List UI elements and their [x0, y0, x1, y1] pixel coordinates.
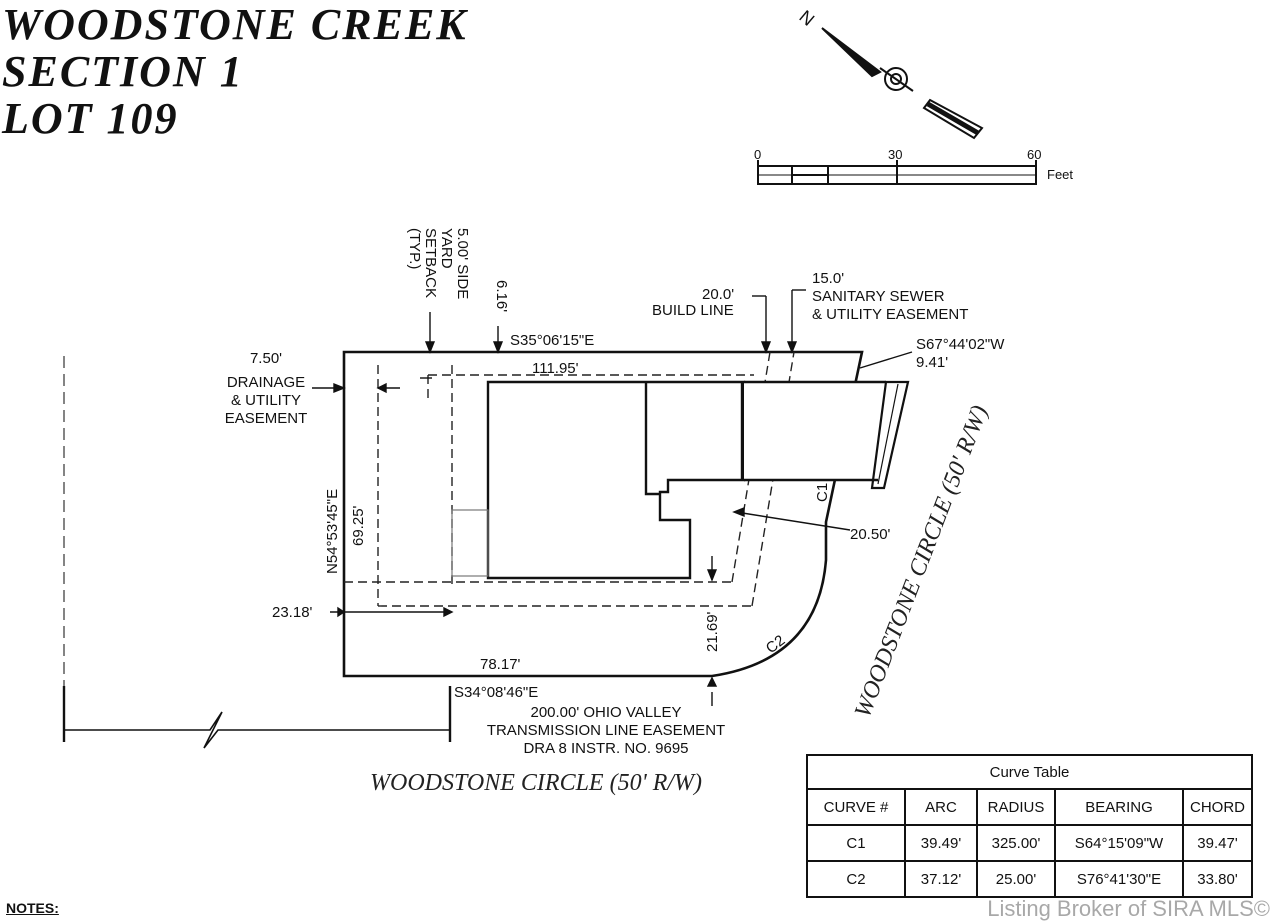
lot-boundary — [342, 350, 864, 678]
drainage-line3: EASEMENT — [224, 410, 308, 427]
section-title: SECTION 1 — [2, 47, 244, 96]
scale-tick-0: 0 — [754, 147, 762, 162]
curve-c1-label: C1 — [814, 482, 831, 502]
curve-table-header: BEARING — [1054, 788, 1184, 826]
road-label-bottom: WOODSTONE CIRCLE (50' R/W) — [370, 770, 703, 796]
curve-table-title: Curve Table — [806, 754, 1253, 790]
sewer-distance: 15.0' — [812, 270, 845, 287]
north-arrow-icon — [821, 27, 984, 140]
drainage-line1: DRAINAGE — [226, 374, 306, 391]
curve-table-header: ARC — [904, 788, 978, 826]
notes-heading: NOTES: — [6, 900, 59, 916]
scale-tick-30: 30 — [888, 147, 903, 162]
front-setback: 20.50' — [850, 526, 891, 543]
curve-table-header: RADIUS — [976, 788, 1056, 826]
ohio-easement-dimension — [64, 711, 450, 749]
table-row: C2 37.12' 25.00' S76°41'30"E 33.80' — [806, 860, 1253, 898]
curve-table-header: CHORD — [1182, 788, 1253, 826]
left-offset: 23.18' — [272, 604, 313, 621]
table-row: C1 39.49' 325.00' S64°15'09"W 39.47' — [806, 824, 1253, 862]
scale-unit: Feet — [1047, 167, 1074, 182]
table-cell: C1 — [806, 824, 906, 862]
top-right-bearing: S67°44'02"W — [916, 336, 1005, 353]
ohio-easement-line2: TRANSMISSION LINE EASEMENT — [486, 722, 726, 739]
bottom-bearing: S34°08'46"E — [454, 684, 539, 701]
mls-watermark: Listing Broker of SIRA MLS© — [987, 896, 1270, 921]
table-cell: 25.00' — [976, 860, 1056, 898]
drainage-line2: & UTILITY — [230, 392, 301, 409]
left-depth: 69.25' — [350, 505, 367, 546]
table-cell: S64°15'09"W — [1054, 824, 1184, 862]
table-cell: 39.47' — [1182, 824, 1253, 862]
scale-bar — [757, 160, 1037, 185]
patio — [451, 509, 489, 577]
ohio-easement-line3: DRA 8 INSTR. NO. 9695 — [523, 740, 689, 757]
drainage-distance: 7.50' — [249, 350, 283, 367]
curve-table: Curve Table CURVE # ARC RADIUS BEARING C… — [806, 754, 1253, 898]
rear-offset: 21.69' — [704, 611, 721, 652]
bottom-distance: 78.17' — [480, 656, 521, 673]
table-cell: 325.00' — [976, 824, 1056, 862]
left-bearing: N54°53'45"E — [324, 488, 341, 574]
table-cell: C2 — [806, 860, 906, 898]
top-right-distance: 9.41' — [916, 354, 949, 371]
top-bearing: S35°06'15"E — [510, 332, 595, 349]
side-yard-setback-label: 5.00' SIDE YARD SETBACK (TYP.) — [406, 228, 471, 300]
build-line-distance: 20.0' — [702, 286, 735, 303]
lot-title: LOT 109 — [2, 94, 179, 143]
side-distance-label: 6.16' — [493, 280, 510, 313]
house-width: 111.95' — [532, 360, 579, 377]
table-cell: 39.49' — [904, 824, 978, 862]
scale-tick-60: 60 — [1027, 147, 1042, 162]
curve-table-header: CURVE # — [806, 788, 906, 826]
build-line-label: BUILD LINE — [652, 302, 734, 319]
table-cell: S76°41'30"E — [1054, 860, 1184, 898]
ohio-easement-line1: 200.00' OHIO VALLEY — [530, 704, 682, 721]
driveway — [870, 380, 910, 490]
sewer-easement-line2: & UTILITY EASEMENT — [812, 306, 969, 323]
house-footprint — [486, 380, 886, 580]
sewer-easement-line1: SANITARY SEWER — [812, 288, 945, 305]
subdivision-title: WOODSTONE CREEK — [2, 0, 468, 49]
dimension-leaders — [312, 289, 913, 706]
table-cell: 37.12' — [904, 860, 978, 898]
table-cell: 33.80' — [1182, 860, 1253, 898]
